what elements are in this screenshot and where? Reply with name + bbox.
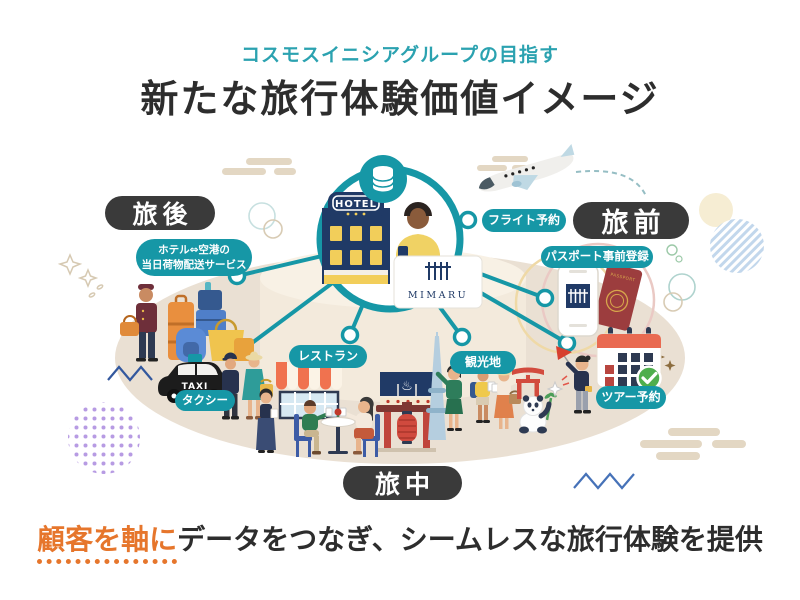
calendar-header bbox=[597, 334, 661, 348]
phase-pre-travel: 旅前 bbox=[573, 202, 689, 239]
page-title: 新たな旅行体験価値イメージ bbox=[140, 77, 660, 121]
sparkle-decoration bbox=[546, 375, 570, 398]
footer-highlight: 顧客を軸に bbox=[37, 523, 178, 564]
panda-mascot bbox=[519, 392, 557, 434]
mimaru-card: MIMARU bbox=[393, 255, 483, 309]
onsen-icon: ♨ bbox=[401, 379, 413, 394]
sightseeing-illustration bbox=[420, 332, 570, 446]
waitress bbox=[256, 388, 279, 453]
mimaru-brand-text: MIMARU bbox=[408, 290, 468, 301]
tourist-man bbox=[470, 368, 496, 423]
diner-woman bbox=[339, 396, 374, 455]
central-hub: HOTEL bbox=[298, 138, 490, 324]
star-decoration-left bbox=[57, 253, 104, 298]
cafe-table bbox=[320, 408, 356, 454]
restaurant-illustration bbox=[250, 356, 400, 460]
red-flag bbox=[556, 346, 572, 360]
tourist-woman bbox=[491, 366, 521, 429]
zigzag-decoration-left bbox=[107, 365, 153, 382]
cloud-decoration-bottom-right bbox=[640, 428, 746, 460]
lantern bbox=[397, 414, 417, 442]
service-sightseeing: 観光地 bbox=[450, 351, 516, 374]
phone-illustration bbox=[557, 263, 599, 337]
tour-booking-illustration bbox=[592, 327, 670, 395]
mimaru-gate-glyph bbox=[568, 289, 588, 303]
service-passport-registration: パスポート事前登録 bbox=[541, 246, 653, 268]
taxi-sign-text: TAXI bbox=[182, 382, 209, 392]
hotel-sign-text: HOTEL bbox=[335, 199, 377, 210]
taxi-roof-sign bbox=[188, 354, 202, 363]
restaurant-awning bbox=[276, 362, 342, 390]
passport-cover-text: PASSPORT bbox=[610, 272, 636, 283]
phase-post-travel: 旅後 bbox=[105, 196, 215, 230]
gate-roof bbox=[376, 405, 438, 412]
hatched-circle-decoration bbox=[710, 219, 764, 273]
footer-headline: 顧客を軸にデータをつなぎ、シームレスな旅行体験を提供 bbox=[0, 518, 800, 564]
purple-dots-decoration bbox=[68, 402, 140, 474]
torii-gate bbox=[512, 367, 544, 399]
database-icon bbox=[372, 166, 394, 192]
hotel-illustration: HOTEL bbox=[322, 192, 390, 284]
service-luggage-delivery: ホテル⇔空港の 当日荷物配送サービス bbox=[136, 239, 252, 276]
tour-guide-green bbox=[435, 365, 463, 431]
cafe-chairs bbox=[294, 414, 380, 457]
passport-illustration: PASSPORT bbox=[593, 263, 643, 331]
zigzag-decoration-bottom-right bbox=[573, 472, 635, 490]
service-flight-booking: フライト予約 bbox=[482, 209, 566, 232]
onsen-temple-illustration: ♨ bbox=[376, 370, 438, 452]
cloud-decoration-top-left bbox=[222, 158, 296, 175]
mimaru-gate-glyph bbox=[425, 262, 451, 280]
diner-man bbox=[302, 400, 333, 455]
service-taxi: タクシー bbox=[175, 390, 235, 411]
airplane-icon bbox=[468, 144, 586, 208]
passport-registration-illustration: PASSPORT bbox=[540, 256, 645, 350]
taxi-passenger bbox=[242, 351, 273, 420]
service-tour-booking: ツアー予約 bbox=[596, 386, 666, 409]
phase-during-travel: 旅中 bbox=[343, 466, 462, 500]
noren-curtain bbox=[380, 372, 434, 396]
skytree bbox=[426, 332, 448, 440]
flight-trail-dashed bbox=[575, 170, 647, 197]
footer-rest: データをつなぎ、シームレスな旅行体験を提供 bbox=[177, 523, 763, 556]
flag-guide-illustration bbox=[552, 344, 606, 418]
service-restaurant: レストラン bbox=[289, 345, 367, 368]
page-subtitle: コスモスイニシアグループの目指す bbox=[241, 44, 559, 66]
cream-circle-decoration bbox=[699, 193, 733, 227]
